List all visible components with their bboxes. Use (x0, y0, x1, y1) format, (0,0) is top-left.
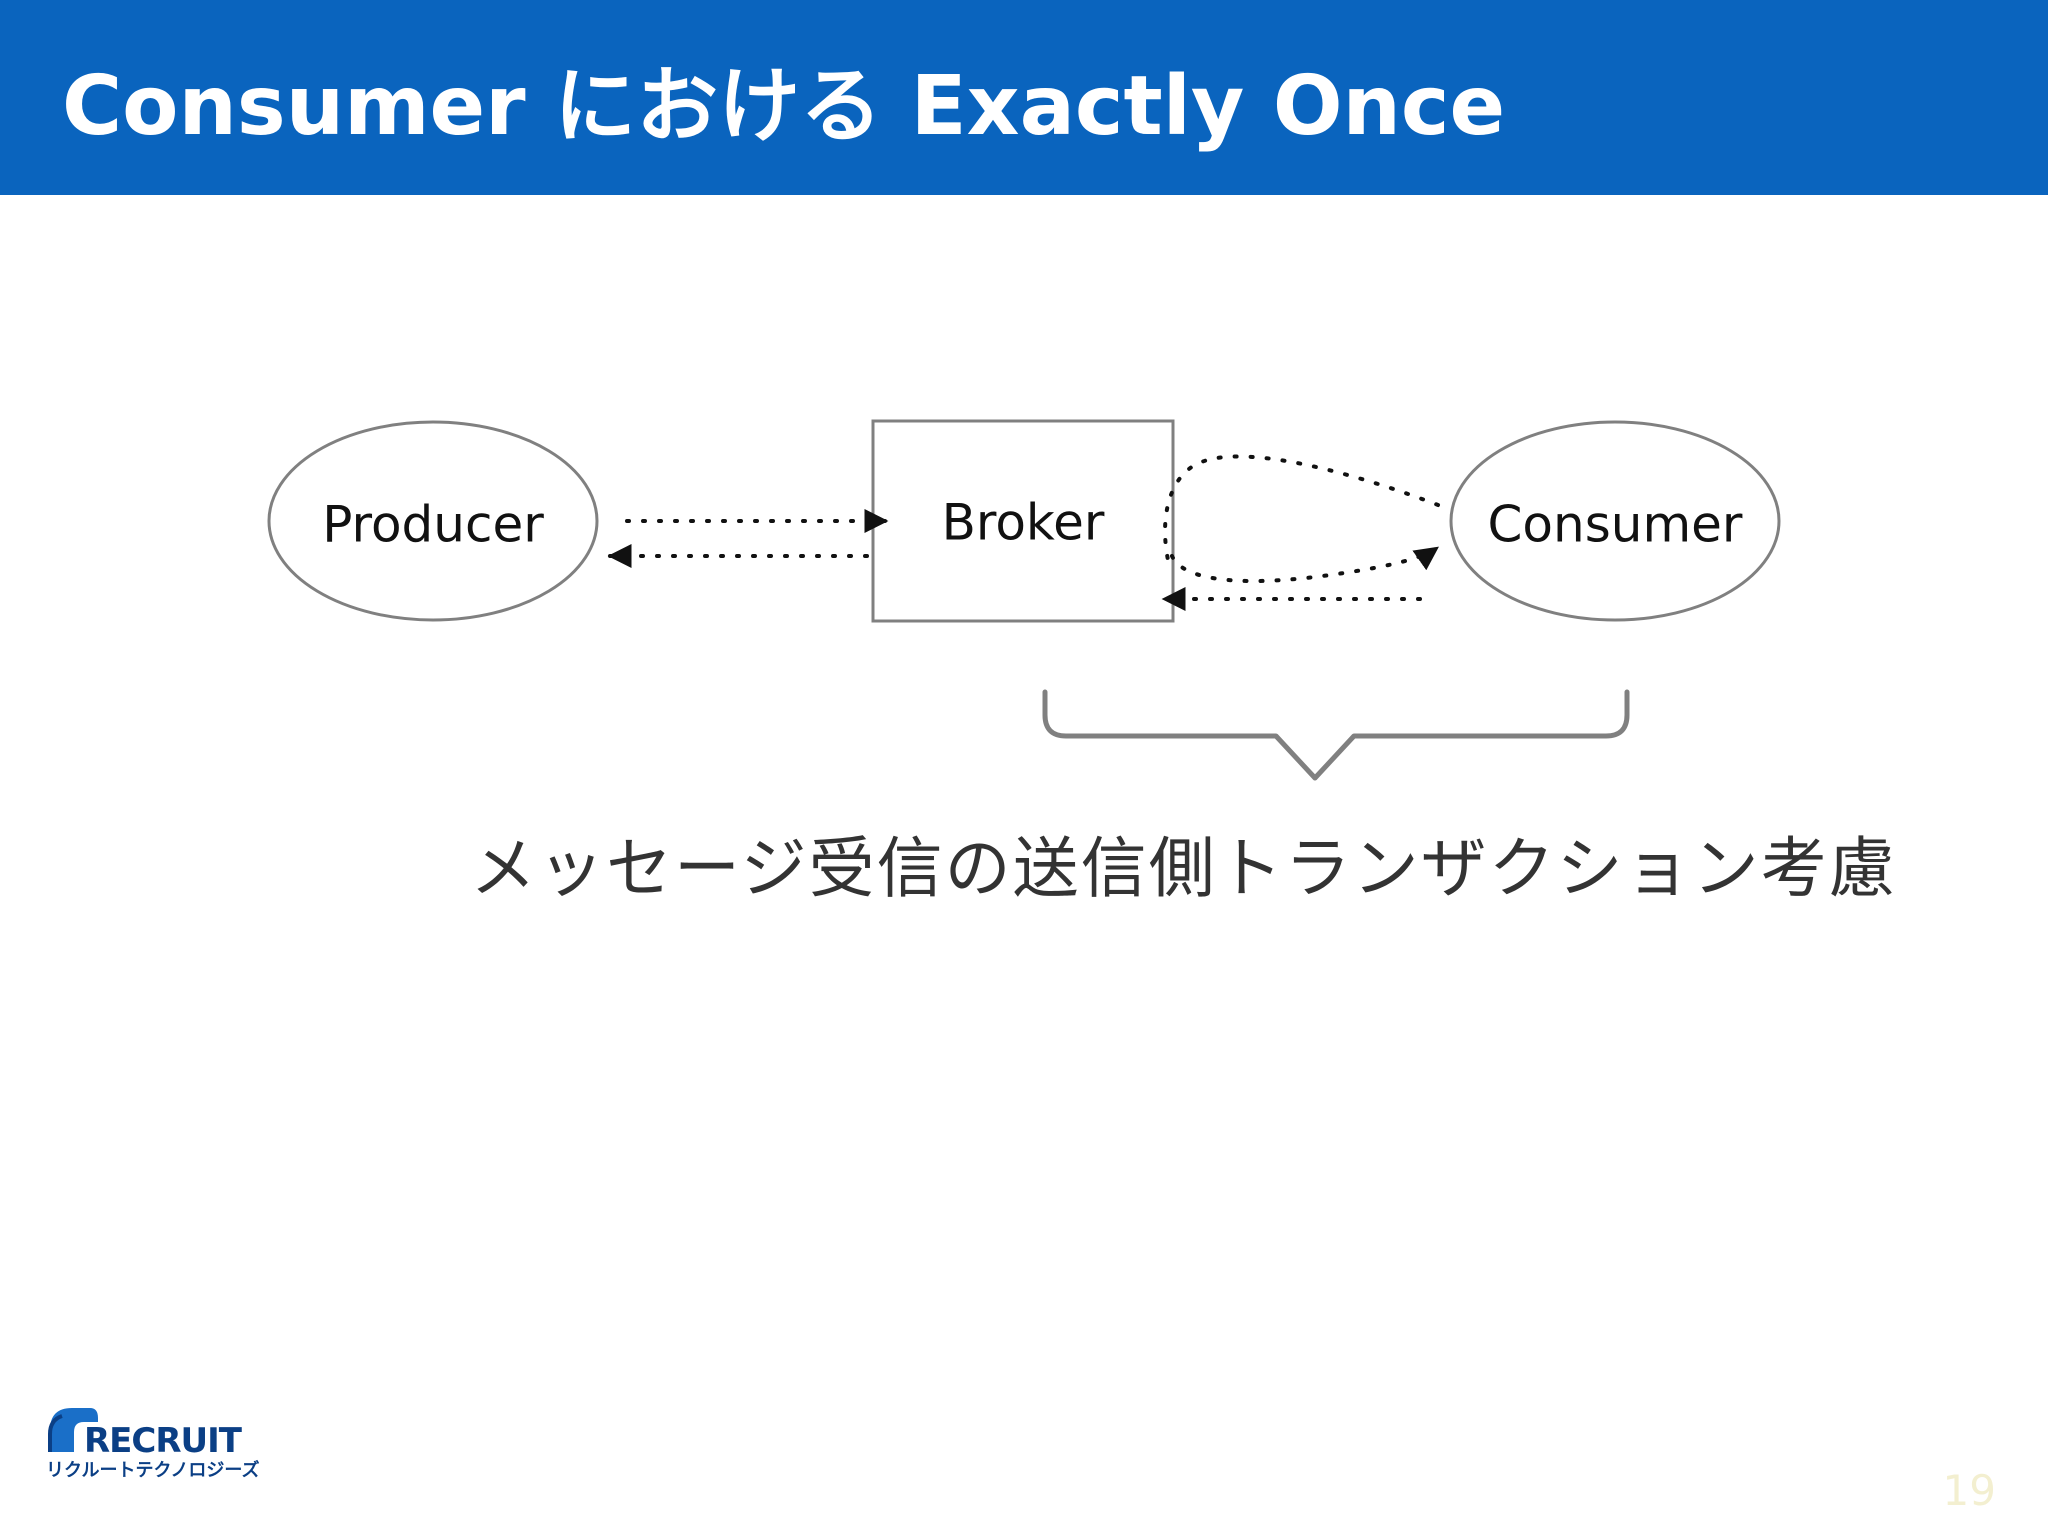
producer-label: Producer (322, 496, 544, 554)
consumer-label: Consumer (1488, 496, 1743, 554)
producer-node (267, 420, 599, 622)
broker-to-consumer-arrow (1170, 546, 1439, 584)
diagram-caption: メッセージ受信の送信側トランザクション考慮 (470, 830, 1897, 907)
logo-wordmark: RECRUIT (84, 1421, 243, 1461)
page-number: 19 (1942, 1466, 1996, 1515)
brace (1042, 689, 1630, 781)
broker-node (871, 419, 1175, 623)
slide-title: Consumer における Exactly Once (62, 59, 1506, 154)
consumer-to-broker-loop (1163, 454, 1440, 562)
logo-subtitle: リクルートテクノロジーズ (46, 1459, 259, 1480)
broker-label: Broker (942, 494, 1105, 552)
recruit-logo: RECRUIT リクルートテクノロジーズ (46, 1408, 259, 1480)
title-bar (0, 0, 2048, 195)
consumer-node (1449, 420, 1781, 622)
